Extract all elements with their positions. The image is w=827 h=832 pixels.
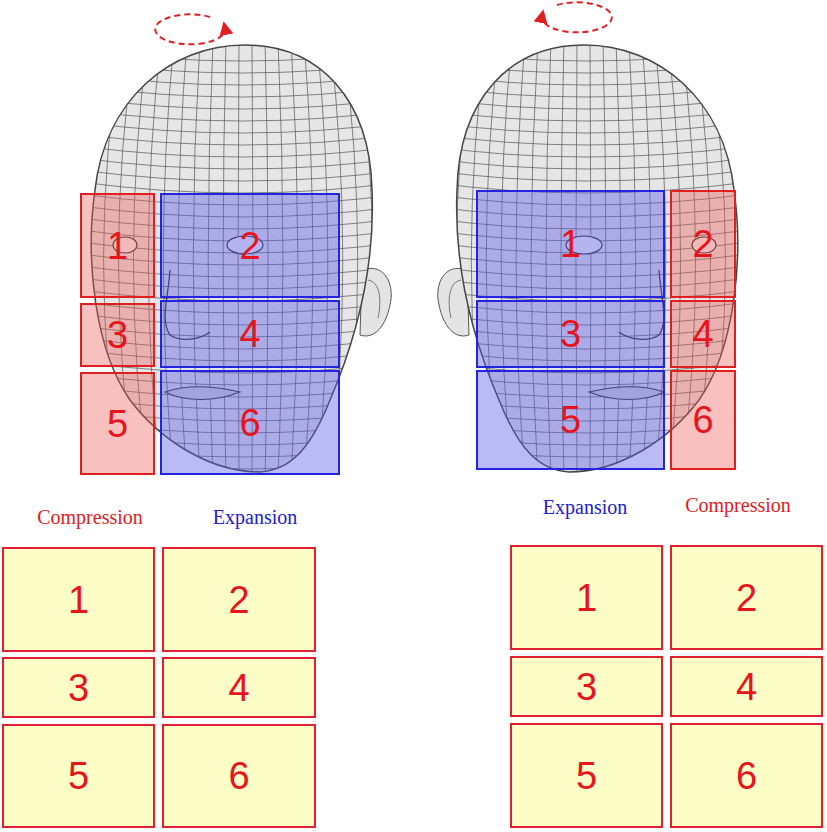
rotation-arrow xyxy=(542,2,612,32)
region-number: 5 xyxy=(560,401,581,439)
region-number: 3 xyxy=(576,668,597,706)
compression-region: 6 xyxy=(670,370,736,470)
region-number: 6 xyxy=(736,757,757,795)
expansion-region: 3 xyxy=(476,300,665,368)
region-number: 3 xyxy=(68,669,89,707)
region-number: 2 xyxy=(736,579,757,617)
region-number: 4 xyxy=(228,669,249,707)
region-number: 2 xyxy=(239,227,260,265)
table-cell: 6 xyxy=(670,723,823,828)
column-label: Expansion xyxy=(543,496,627,519)
rotation-arrow xyxy=(155,14,225,44)
region-number: 1 xyxy=(107,227,128,265)
table-cell: 5 xyxy=(510,723,663,828)
compression-region: 2 xyxy=(670,190,736,298)
region-number: 2 xyxy=(692,225,713,263)
compression-region: 4 xyxy=(670,300,736,368)
region-number: 4 xyxy=(692,315,713,353)
region-number: 5 xyxy=(107,405,128,443)
compression-region: 1 xyxy=(80,193,155,298)
region-number: 5 xyxy=(68,757,89,795)
column-label: Expansion xyxy=(213,506,297,529)
region-number: 3 xyxy=(107,316,128,354)
region-number: 4 xyxy=(239,315,260,353)
table-cell: 2 xyxy=(670,545,823,650)
table-cell: 4 xyxy=(162,657,316,718)
compression-region: 5 xyxy=(80,372,155,475)
region-number: 2 xyxy=(228,581,249,619)
table-cell: 1 xyxy=(510,545,663,650)
region-number: 6 xyxy=(692,401,713,439)
compression-region: 3 xyxy=(80,303,155,367)
table-cell: 3 xyxy=(2,657,155,718)
table-cell: 5 xyxy=(2,724,155,828)
expansion-region: 1 xyxy=(476,190,665,298)
expansion-region: 2 xyxy=(160,193,340,298)
table-cell: 3 xyxy=(510,656,663,717)
table-cell: 1 xyxy=(2,547,155,652)
expansion-region: 6 xyxy=(160,370,340,475)
region-number: 6 xyxy=(239,404,260,442)
column-label: Compression xyxy=(37,506,143,529)
region-number: 1 xyxy=(560,225,581,263)
expansion-region: 4 xyxy=(160,300,340,368)
left-head xyxy=(74,40,418,481)
table-cell: 6 xyxy=(162,724,316,828)
expansion-region: 5 xyxy=(476,370,665,470)
column-label: Compression xyxy=(685,494,791,517)
table-cell: 4 xyxy=(670,656,823,717)
region-number: 6 xyxy=(228,757,249,795)
region-number: 5 xyxy=(576,757,597,795)
table-cell: 2 xyxy=(162,547,316,652)
region-number: 1 xyxy=(68,581,89,619)
region-number: 4 xyxy=(736,668,757,706)
region-number: 1 xyxy=(576,579,597,617)
right-head xyxy=(412,40,756,481)
region-number: 3 xyxy=(560,315,581,353)
